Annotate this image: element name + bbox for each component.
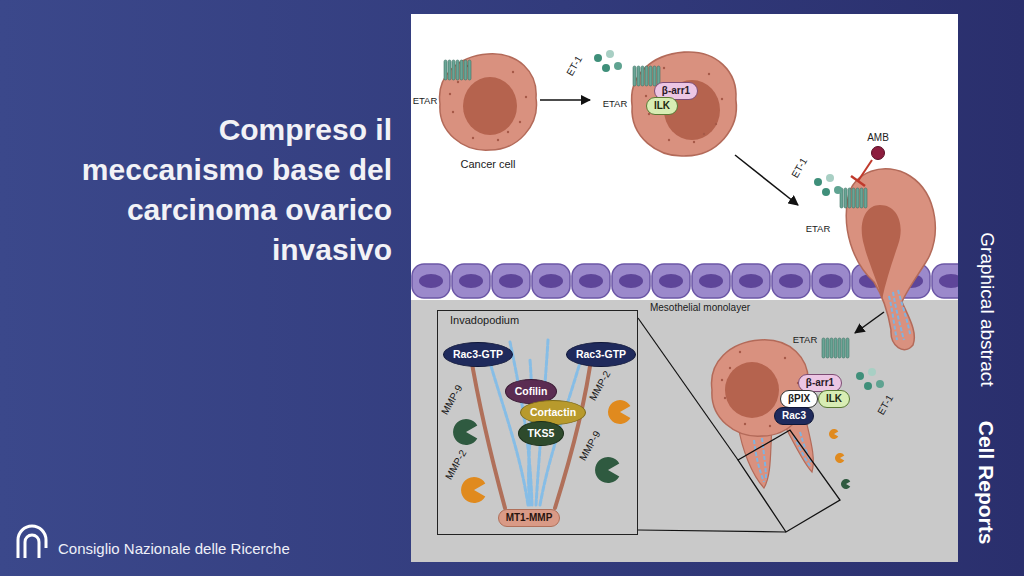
protein-pill: Rac3 bbox=[774, 407, 814, 425]
mmp-symbol bbox=[595, 457, 619, 483]
drug-dot bbox=[871, 147, 884, 160]
protein-pill: ILK bbox=[646, 97, 678, 115]
node-text: Invadopodium bbox=[450, 314, 519, 327]
mmp-symbol bbox=[608, 400, 630, 424]
node-text: β-arr1 bbox=[806, 377, 834, 389]
inhibition-line bbox=[858, 160, 872, 181]
ligand-dots bbox=[814, 174, 842, 196]
step-arrow bbox=[735, 155, 798, 205]
mmp-symbol bbox=[841, 479, 850, 489]
node-text: Rac3 bbox=[782, 410, 806, 422]
invading-cell bbox=[846, 169, 935, 350]
node-text: AMB bbox=[867, 132, 889, 144]
receptor-symbol bbox=[822, 338, 849, 358]
node-text: ILK bbox=[654, 100, 670, 112]
protein-oval: Rac3-GTP bbox=[443, 342, 513, 367]
protein-pill: βPIX bbox=[780, 390, 818, 408]
zoom-frame bbox=[738, 430, 840, 532]
node-text: β-arr1 bbox=[662, 85, 690, 97]
node-text: Cofilin bbox=[515, 385, 548, 398]
actin-filament bbox=[754, 432, 811, 482]
drug-marker: AMB bbox=[867, 132, 889, 160]
receptor-symbol bbox=[633, 66, 660, 86]
journal-label: Cell Reports bbox=[974, 421, 999, 545]
mmp-symbol bbox=[829, 429, 838, 439]
receptor-label: ETAR bbox=[603, 98, 628, 109]
protein-oval: TKS5 bbox=[518, 421, 565, 446]
zoom-line bbox=[638, 318, 738, 460]
receptor-label: ETAR bbox=[806, 223, 831, 234]
mmp-symbol bbox=[453, 419, 477, 445]
receptor-symbol bbox=[444, 60, 471, 80]
section-label: Graphical abstract bbox=[976, 232, 999, 386]
step-arrow bbox=[540, 99, 590, 101]
cell-nucleus bbox=[725, 362, 779, 418]
cell-label: Cancer cell bbox=[460, 158, 515, 171]
inhibition-bar bbox=[851, 176, 865, 186]
node-text: βPIX bbox=[788, 393, 810, 405]
protein-pill: ILK bbox=[818, 390, 850, 408]
figure-panel bbox=[411, 14, 958, 562]
mmp-symbol bbox=[461, 477, 485, 503]
node-text: MT1-MMP bbox=[506, 512, 553, 524]
cytoplasm-dots bbox=[645, 67, 723, 143]
cell-nucleus bbox=[862, 205, 901, 300]
matrix-ground bbox=[411, 300, 958, 562]
cell-nucleus bbox=[463, 77, 517, 135]
detail-box: InvadopodiumRac3-GTP Rac3-GTP CofilinCorta… bbox=[437, 310, 638, 535]
cancer-cell bbox=[632, 52, 737, 156]
region-label: Mesothelial monolayer bbox=[650, 302, 750, 314]
node-text: Rac3-GTP bbox=[576, 348, 626, 361]
zoom-line bbox=[638, 530, 786, 532]
node-text: Rac3-GTP bbox=[453, 348, 503, 361]
receptor-label: ETAR bbox=[793, 334, 818, 345]
receptor-label: ETAR bbox=[413, 95, 438, 106]
ligand-dots bbox=[594, 50, 622, 72]
mmp-symbol bbox=[835, 453, 844, 463]
ligand-dots bbox=[856, 368, 884, 390]
institution-label: Consiglio Nazionale delle Ricerche bbox=[58, 540, 290, 558]
node-text: ILK bbox=[826, 393, 842, 405]
protein-oval: Rac3-GTP bbox=[566, 342, 636, 367]
protein-oval: Cortactin bbox=[520, 400, 586, 425]
node-text: TKS5 bbox=[528, 427, 555, 440]
node-text: Cortactin bbox=[530, 406, 576, 419]
step-arrow bbox=[855, 312, 884, 333]
drug-dot bbox=[871, 146, 885, 160]
enzyme-base: MT1-MMP bbox=[498, 509, 561, 527]
institution-logo bbox=[18, 526, 46, 558]
cancer-cell bbox=[440, 54, 537, 150]
title-text: Compreso il meccanismo base del carcinom… bbox=[32, 110, 392, 270]
receptor-symbol bbox=[840, 188, 867, 208]
actin-filament bbox=[889, 290, 910, 340]
